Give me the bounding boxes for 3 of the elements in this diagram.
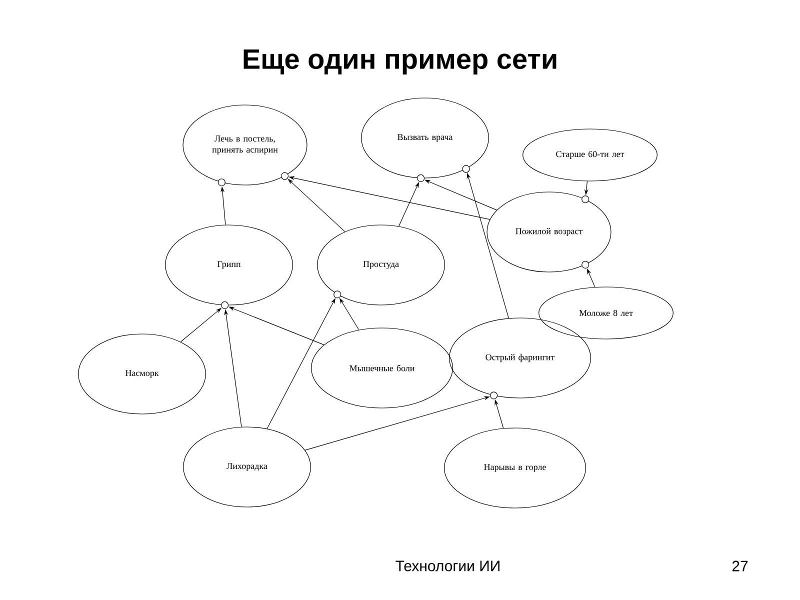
footer-text: 27 [732,560,748,572]
footer-text: Технологии ИИ [396,560,500,572]
slide-title: Еще один пример сети [244,49,556,75]
